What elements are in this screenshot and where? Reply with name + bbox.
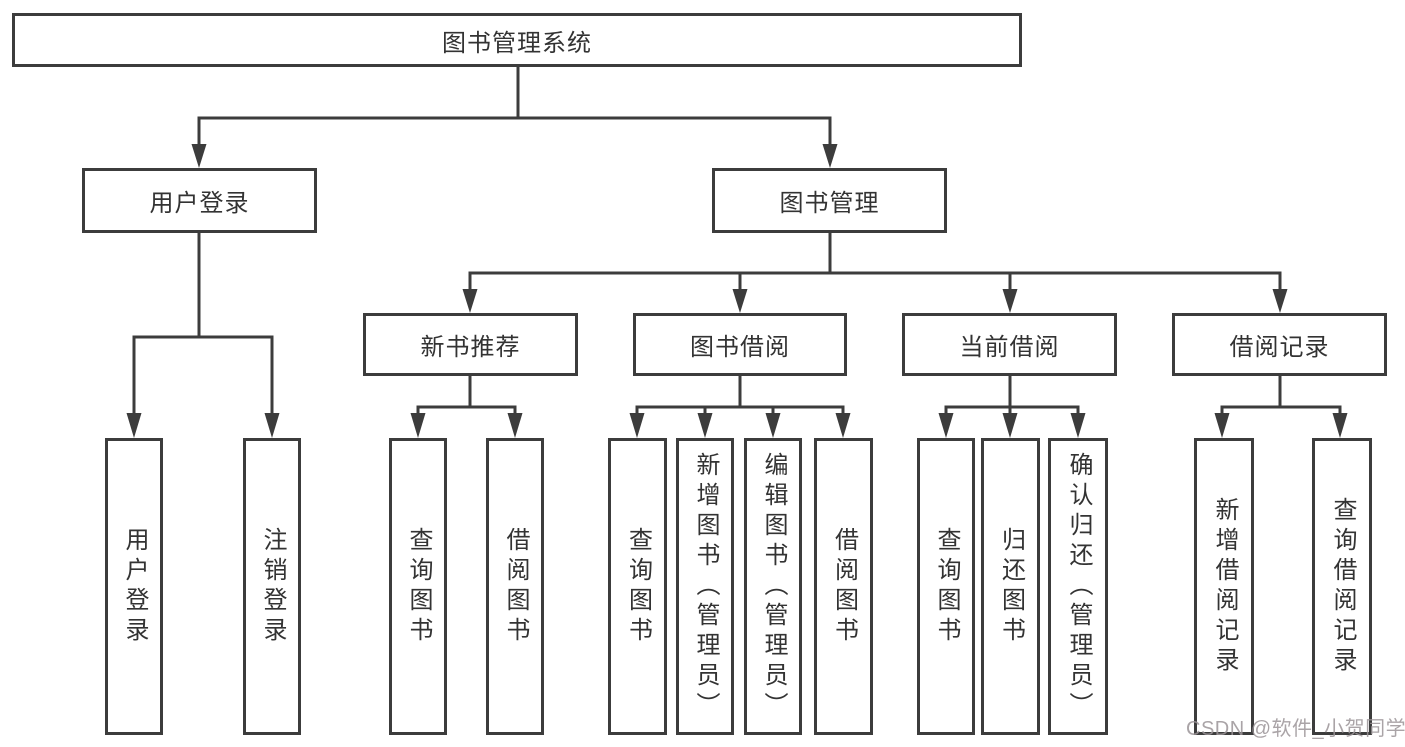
csdn-watermark: CSDN @软件_小贺同学	[1186, 718, 1405, 740]
node-add-borrow-record: 新增借阅记录	[1194, 438, 1254, 735]
node-logout: 注销登录	[243, 438, 301, 735]
node-borrow-book-borrowing: 借阅图书	[814, 438, 873, 735]
node-query-book-recommend: 查询图书	[389, 438, 447, 735]
node-query-book-borrowing: 查询图书	[608, 438, 667, 735]
node-book-borrowing: 图书借阅	[633, 313, 847, 376]
node-book-management: 图书管理	[712, 168, 947, 233]
node-user-login-leaf: 用户登录	[105, 438, 163, 735]
node-query-borrow-record: 查询借阅记录	[1312, 438, 1372, 735]
node-current-borrowing: 当前借阅	[902, 313, 1117, 376]
node-borrow-book-recommend: 借阅图书	[486, 438, 544, 735]
node-return-book: 归还图书	[981, 438, 1040, 735]
node-confirm-return-admin: 确认归还（管理员）	[1048, 438, 1108, 735]
node-add-book-admin: 新增图书（管理员）	[676, 438, 734, 735]
node-borrowing-records: 借阅记录	[1172, 313, 1387, 376]
node-new-book-recommendation: 新书推荐	[363, 313, 578, 376]
node-query-book-current: 查询图书	[917, 438, 975, 735]
node-user-login: 用户登录	[82, 168, 317, 233]
node-edit-book-admin: 编辑图书（管理员）	[744, 438, 802, 735]
node-root: 图书管理系统	[12, 13, 1022, 67]
